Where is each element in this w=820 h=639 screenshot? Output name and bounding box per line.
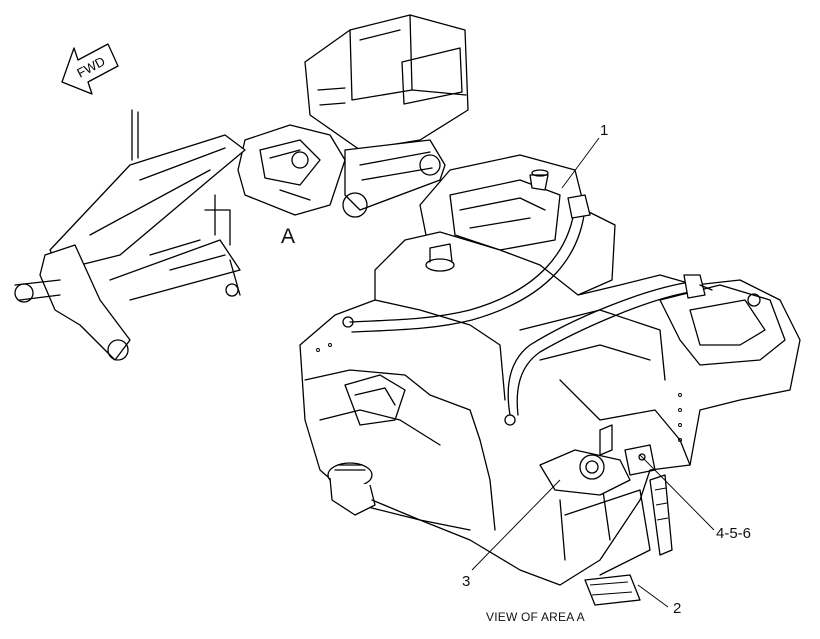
callout-3: 3 [462,573,471,590]
fwd-arrow: FWD [61,43,119,95]
hoses [349,194,713,416]
callout-area-a: A [281,225,296,248]
callout-4-5-6: 4-5-6 [716,525,752,542]
leader-lines [471,137,715,608]
callout-1: 1 [600,122,609,139]
view-caption: VIEW OF AREA A [486,610,585,624]
rivets [316,343,682,442]
callout-2: 2 [673,600,682,617]
machine-overview [14,14,469,361]
